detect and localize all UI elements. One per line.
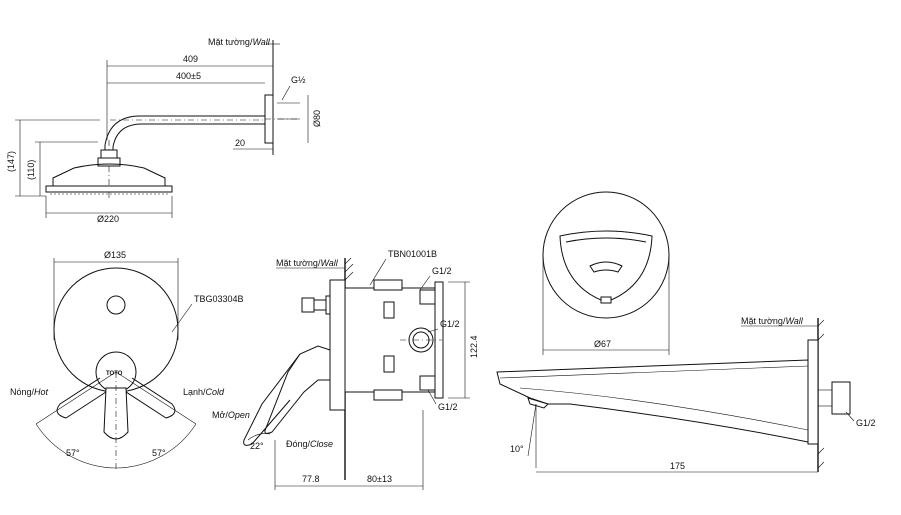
- body-height: 122.4: [469, 335, 479, 358]
- dim-left: 77.8: [302, 474, 320, 484]
- lever-open-position: [243, 353, 301, 446]
- diverter-hole: [106, 295, 126, 315]
- hot-label: Nóng/Hot: [10, 387, 49, 397]
- dim-20: 20: [235, 138, 245, 148]
- mixer-front-drawing: Ø135 TBG03304B TOTO Nóng/Hot Lạnh/Cold 5…: [10, 250, 244, 470]
- body-part-no: TBN01001B: [388, 249, 437, 259]
- handle-hot-position: [56, 377, 107, 419]
- spout-wall-label: Mặt tường/Wall: [741, 316, 804, 326]
- handle-cold-position: [125, 377, 176, 419]
- spout-nipple: [831, 381, 851, 415]
- lever-angle: 22°: [250, 441, 264, 451]
- cold-label: Lạnh/Cold: [183, 387, 225, 397]
- spout-thread: G1/2: [856, 418, 876, 428]
- angle-right: 57°: [152, 448, 166, 458]
- g-mid: G1/2: [440, 319, 460, 329]
- mixer-side-drawing: Mặt tường/Wall TBN01001B G1/2 G1/2 G1/2: [212, 249, 479, 490]
- cover-part-no: TBG03304B: [194, 294, 244, 304]
- shower-thread: G½: [291, 75, 306, 85]
- dim-right: 80±13: [367, 474, 392, 484]
- cover-plate-side: [329, 279, 346, 411]
- spout-angle: 10°: [510, 444, 524, 454]
- mixer-wall-label: Mặt tường/Wall: [276, 258, 339, 268]
- spout-body: [496, 359, 809, 443]
- shower-height-147: (147): [6, 151, 16, 172]
- g-bottom: G1/2: [438, 402, 458, 412]
- dim-overall: 409: [183, 54, 198, 64]
- shower-head-drawing: Mặt tường/Wall 409 400±5 G½ Ø80 20: [6, 37, 322, 224]
- dim-arm: 400±5: [176, 71, 201, 81]
- open-label: Mở/Open: [212, 410, 250, 420]
- plate-diameter: Ø135: [104, 250, 126, 260]
- spout-flange-diameter: Ø67: [594, 339, 611, 349]
- shower-flange-diameter: Ø80: [312, 110, 322, 127]
- shower-height-110: (110): [26, 160, 36, 180]
- angle-left: 57°: [66, 448, 80, 458]
- close-label: Đóng/Close: [286, 439, 333, 449]
- spout-drawing: Ø67 Mặt tường/Wall G1/2 10° 175: [496, 191, 876, 473]
- shower-wall-label: Mặt tường/Wall: [208, 37, 271, 47]
- brand-logo: TOTO: [106, 371, 123, 377]
- g-top: G1/2: [432, 266, 452, 276]
- shower-head-diameter: Ø220: [97, 214, 119, 224]
- spout-length: 175: [670, 461, 685, 471]
- lever-side: [264, 345, 331, 434]
